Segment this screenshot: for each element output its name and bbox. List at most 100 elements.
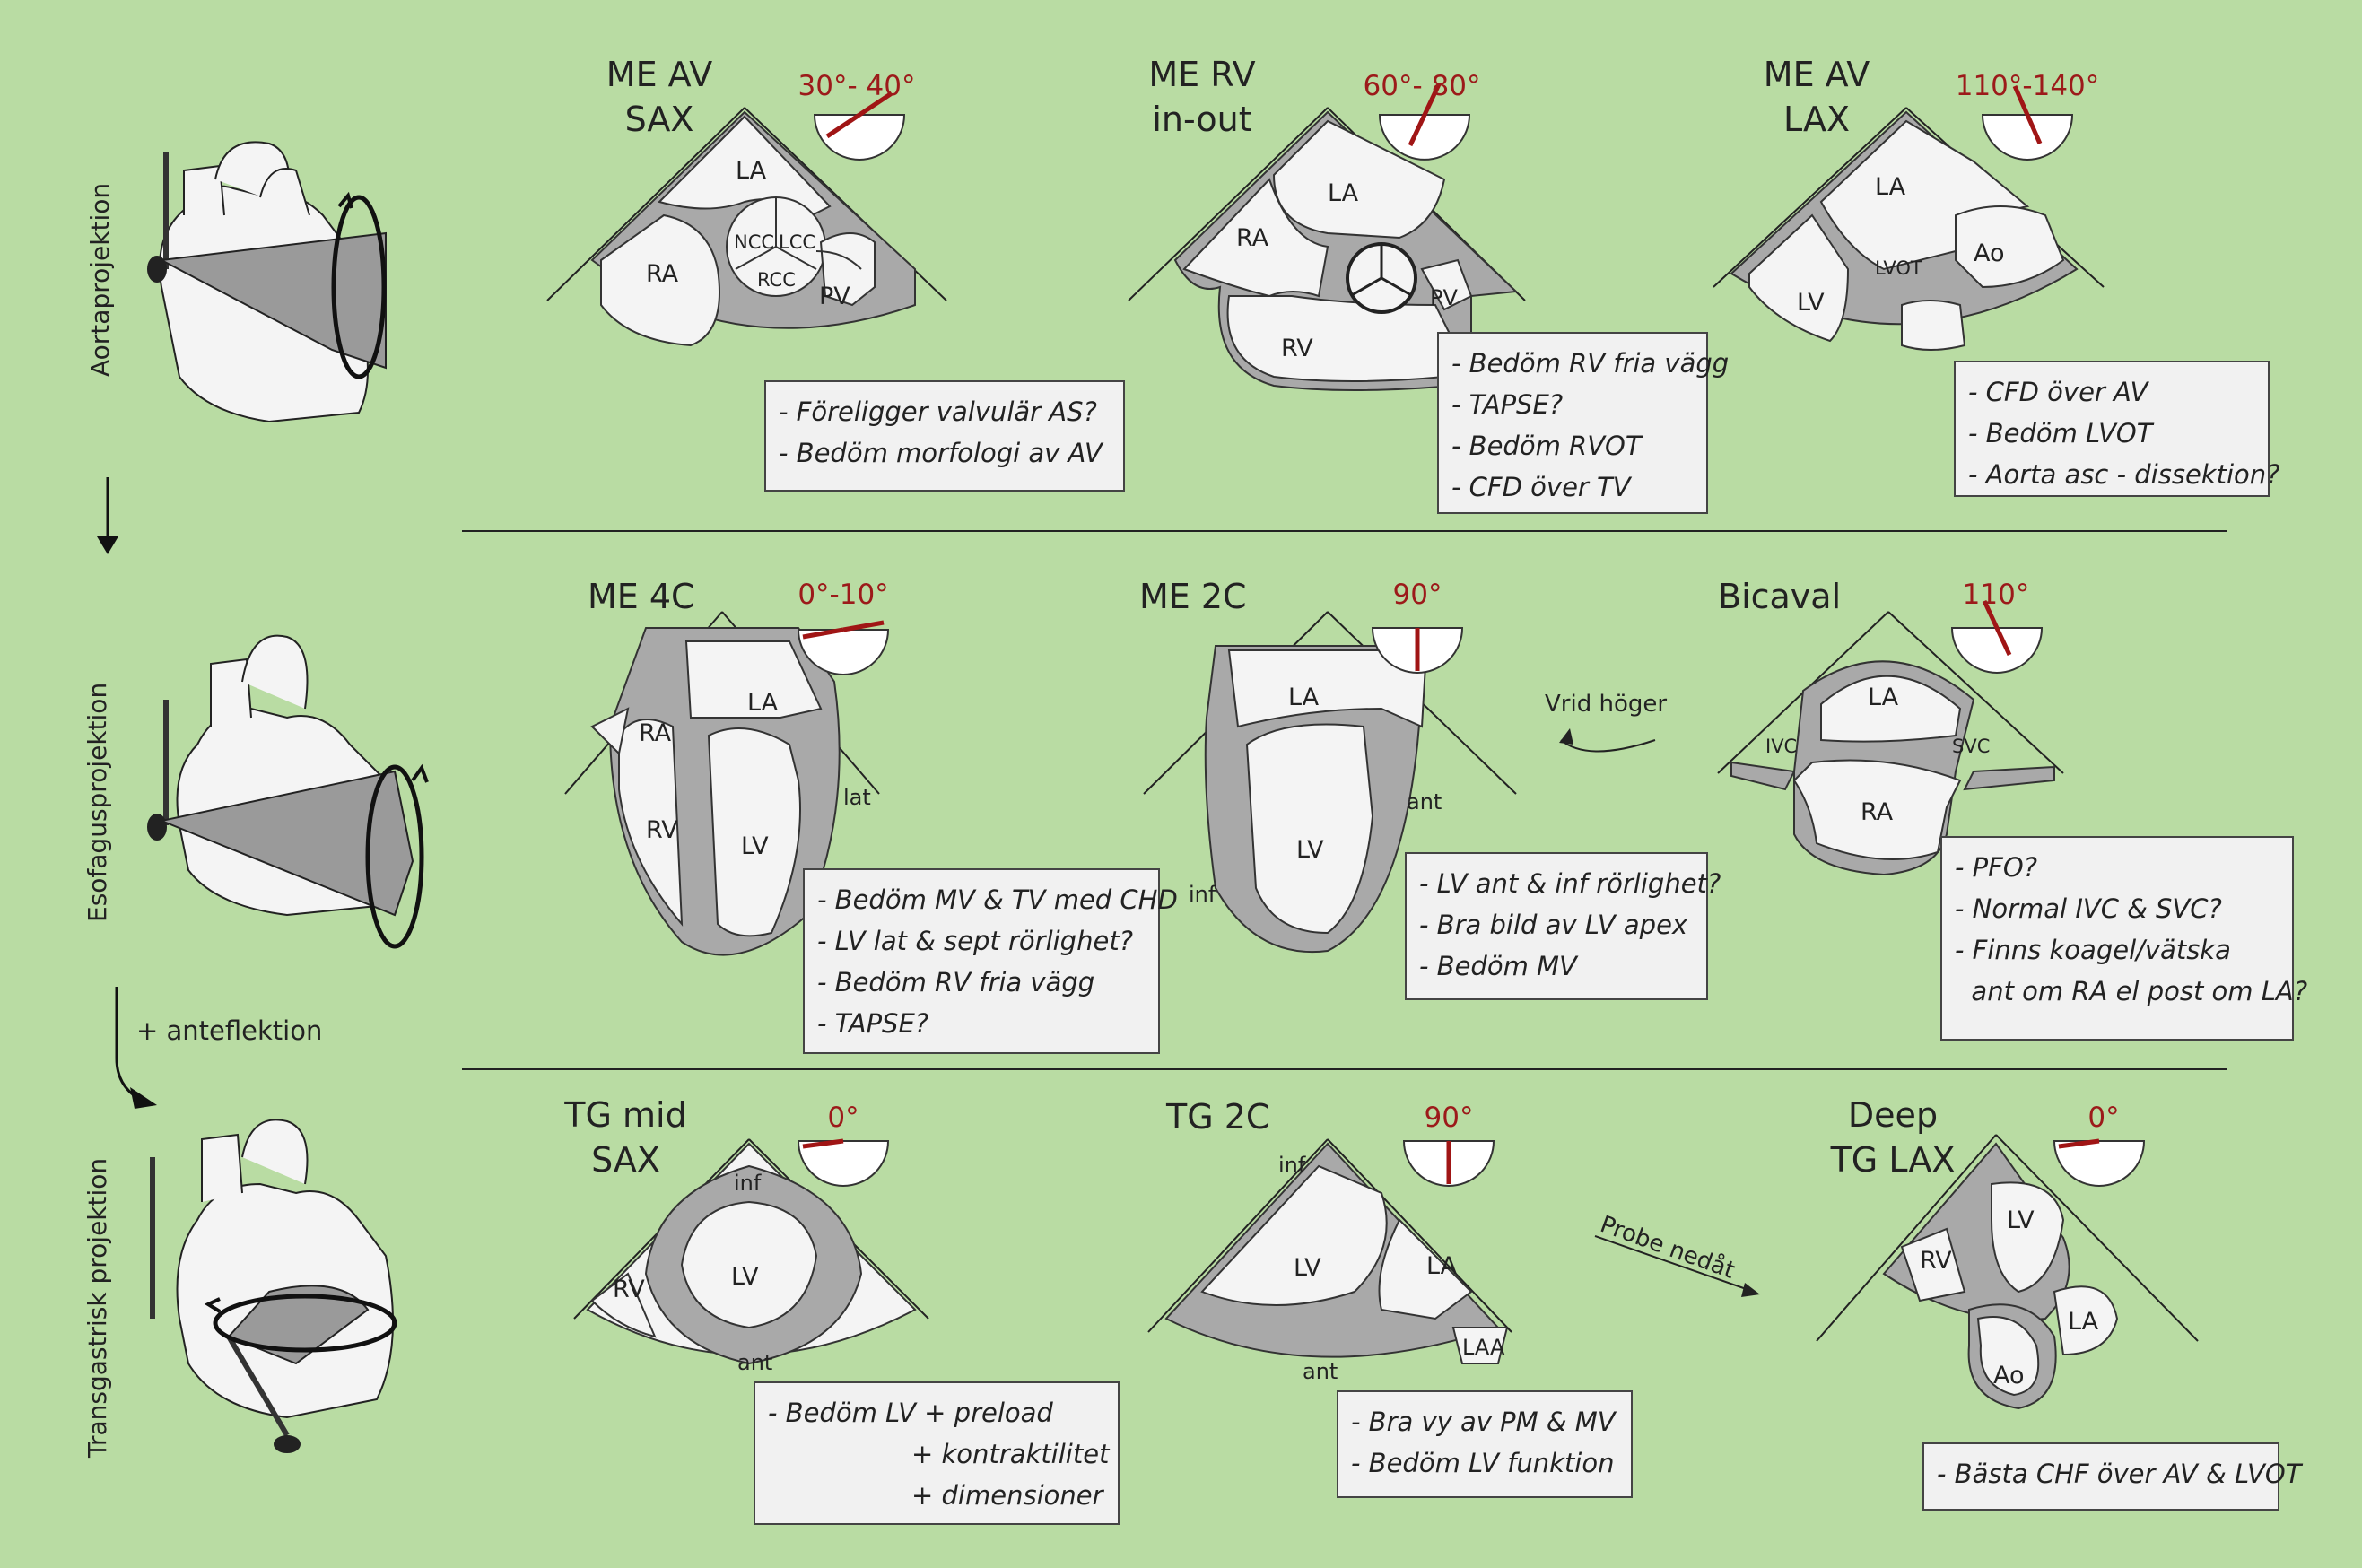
label-la: LA: [1875, 173, 1906, 201]
angle-label-me-4c: 0°-10°: [798, 579, 889, 611]
angle-dial-bicaval: [1950, 599, 2044, 674]
title-line: TG LAX: [1830, 1140, 1956, 1180]
label-lv: LV: [2007, 1206, 2035, 1234]
note-line: - Normal IVC & SVC?: [1955, 893, 2222, 924]
sector-tg-2c: [1147, 1138, 1512, 1364]
anteflexion-label: + anteflektion: [136, 1015, 323, 1046]
note-box-me-2c: - LV ant & inf rörlighet? - Bra bild av …: [1405, 852, 1721, 1000]
label-ant: ant: [1303, 1359, 1338, 1384]
title-line: ME RV: [1148, 55, 1256, 94]
angle-dial-tg-2c: [1402, 1140, 1495, 1187]
label-ant: ant: [1407, 789, 1442, 814]
note-line: - CFD över TV: [1451, 472, 1631, 502]
label-pv: PV: [819, 283, 850, 310]
label-rcc: RCC: [757, 269, 796, 291]
label-rv: RV: [646, 816, 678, 844]
note-line: + kontraktilitet: [911, 1439, 1110, 1469]
panel-title-me-2c: ME 2C: [1139, 574, 1274, 619]
note-line: - LV lat & sept rörlighet?: [817, 926, 1134, 956]
note-box-tg-mid-sax: - Bedöm LV + preload + kontraktilitet + …: [754, 1381, 1120, 1525]
note-line: - Bästa CHF över AV & LVOT: [1937, 1459, 2302, 1489]
angle-label-tg-2c: 90°: [1424, 1102, 1474, 1134]
label-lvot: LVOT: [1875, 257, 1922, 279]
title-line: ME 4C: [588, 577, 695, 616]
title-line: SAX: [591, 1140, 660, 1180]
angle-label-me-2c: 90°: [1392, 579, 1442, 611]
rotate-right-label: Vrid höger: [1545, 691, 1668, 718]
label-lcc: LCC: [779, 231, 816, 253]
rotate-arrow: [1559, 728, 1656, 753]
note-line: - Bedöm LV funktion: [1351, 1448, 1615, 1478]
note-line: - LV ant & inf rörlighet?: [1419, 868, 1721, 899]
label-la: LA: [736, 157, 767, 185]
side-label-transgastric: Transgastrisk projektion: [83, 1157, 112, 1458]
label-la: LA: [1288, 684, 1320, 711]
sector-tg-mid-sax: [573, 1138, 929, 1365]
title-line: TG 2C: [1166, 1097, 1270, 1137]
label-laa: LAA: [1462, 1335, 1505, 1360]
panel-title-me-av-sax: ME AV SAX: [574, 52, 745, 142]
note-line: - TAPSE?: [817, 1008, 929, 1039]
label-ra: RA: [1861, 798, 1894, 826]
note-line: - Bedöm RVOT: [1451, 431, 1642, 461]
sector-me-4c: [564, 611, 880, 956]
note-line: + dimensioner: [911, 1480, 1103, 1511]
note-box-bicaval: - PFO? - Normal IVC & SVC? - Finns koage…: [1940, 836, 2307, 1041]
label-ra: RA: [646, 260, 679, 288]
note-line: - Bra vy av PM & MV: [1351, 1407, 1616, 1437]
side-label-esofagus: Esofagusprojektion: [83, 682, 112, 922]
anteflexion-arrow: [115, 987, 157, 1109]
angle-dial-me-2c: [1371, 627, 1464, 674]
label-la: LA: [1868, 684, 1899, 711]
label-la: LA: [747, 689, 779, 717]
angle-label-tg-mid-sax: 0°: [827, 1102, 859, 1134]
note-line: - Bedöm MV & TV med CHD: [817, 884, 1178, 915]
title-line: Deep: [1847, 1095, 1939, 1135]
label-ao: Ao: [1974, 240, 2005, 267]
heart-illustration-esofagus: [147, 634, 429, 949]
down-arrow-1: [97, 477, 118, 554]
angle-label-me-av-sax: 30°- 40°: [798, 70, 916, 102]
note-line: - Finns koagel/vätska: [1955, 935, 2231, 965]
title-line: ME 2C: [1139, 577, 1247, 616]
panel-title-bicaval: Bicaval: [1718, 574, 1852, 619]
label-la: LA: [1328, 179, 1359, 207]
note-box-me-rv-inout: - Bedöm RV fria vägg - TAPSE? - Bedöm RV…: [1437, 332, 1729, 514]
angle-dial-me-rv-inout: [1378, 83, 1471, 161]
label-lv: LV: [1797, 289, 1825, 317]
label-svc: SVC: [1952, 736, 1991, 757]
title-line: in-out: [1152, 100, 1252, 139]
label-lv: LV: [1294, 1254, 1321, 1282]
label-la: LA: [1426, 1252, 1458, 1280]
title-line: TG mid: [564, 1095, 687, 1135]
label-lv: LV: [1296, 836, 1324, 864]
angle-dial-tg-mid-sax: [797, 1138, 890, 1187]
note-box-tg-2c: - Bra vy av PM & MV - Bedöm LV funktion: [1337, 1390, 1633, 1498]
label-inf: inf: [734, 1171, 762, 1196]
label-rv: RV: [1920, 1247, 1952, 1275]
note-line: - Aorta asc - dissektion?: [1968, 459, 2280, 490]
angle-label-me-av-lax: 110°-140°: [1955, 70, 2100, 102]
sector-me-av-lax: [1713, 107, 2105, 351]
note-line: - Föreligger valvulär AS?: [779, 396, 1097, 427]
note-line: - PFO?: [1955, 852, 2038, 883]
panel-title-me-rv-inout: ME RV in-out: [1117, 52, 1287, 142]
title-line: ME AV: [606, 55, 713, 94]
note-box-me-av-lax: - CFD över AV - Bedöm LVOT - Aorta asc -…: [1954, 361, 2280, 497]
title-line: Bicaval: [1718, 577, 1842, 616]
angle-dial-me-4c: [797, 620, 890, 675]
angle-dial-me-av-lax: [1981, 84, 2074, 161]
sector-bicaval: [1717, 611, 2064, 876]
label-la: LA: [2068, 1308, 2099, 1336]
probe-down-arrow: [1594, 1235, 1760, 1297]
angle-dial-me-av-sax: [813, 91, 906, 161]
angle-label-me-rv-inout: 60°- 80°: [1363, 70, 1481, 102]
sector-deep-tg-lax: [1816, 1134, 2199, 1410]
label-ao: Ao: [1993, 1362, 2025, 1389]
title-line: SAX: [624, 100, 694, 139]
label-rv: RV: [1281, 335, 1313, 362]
panel-title-me-av-lax: ME AV LAX: [1731, 52, 1902, 142]
label-lv: LV: [741, 832, 769, 860]
panel-title-tg-mid-sax: TG mid SAX: [552, 1093, 700, 1182]
